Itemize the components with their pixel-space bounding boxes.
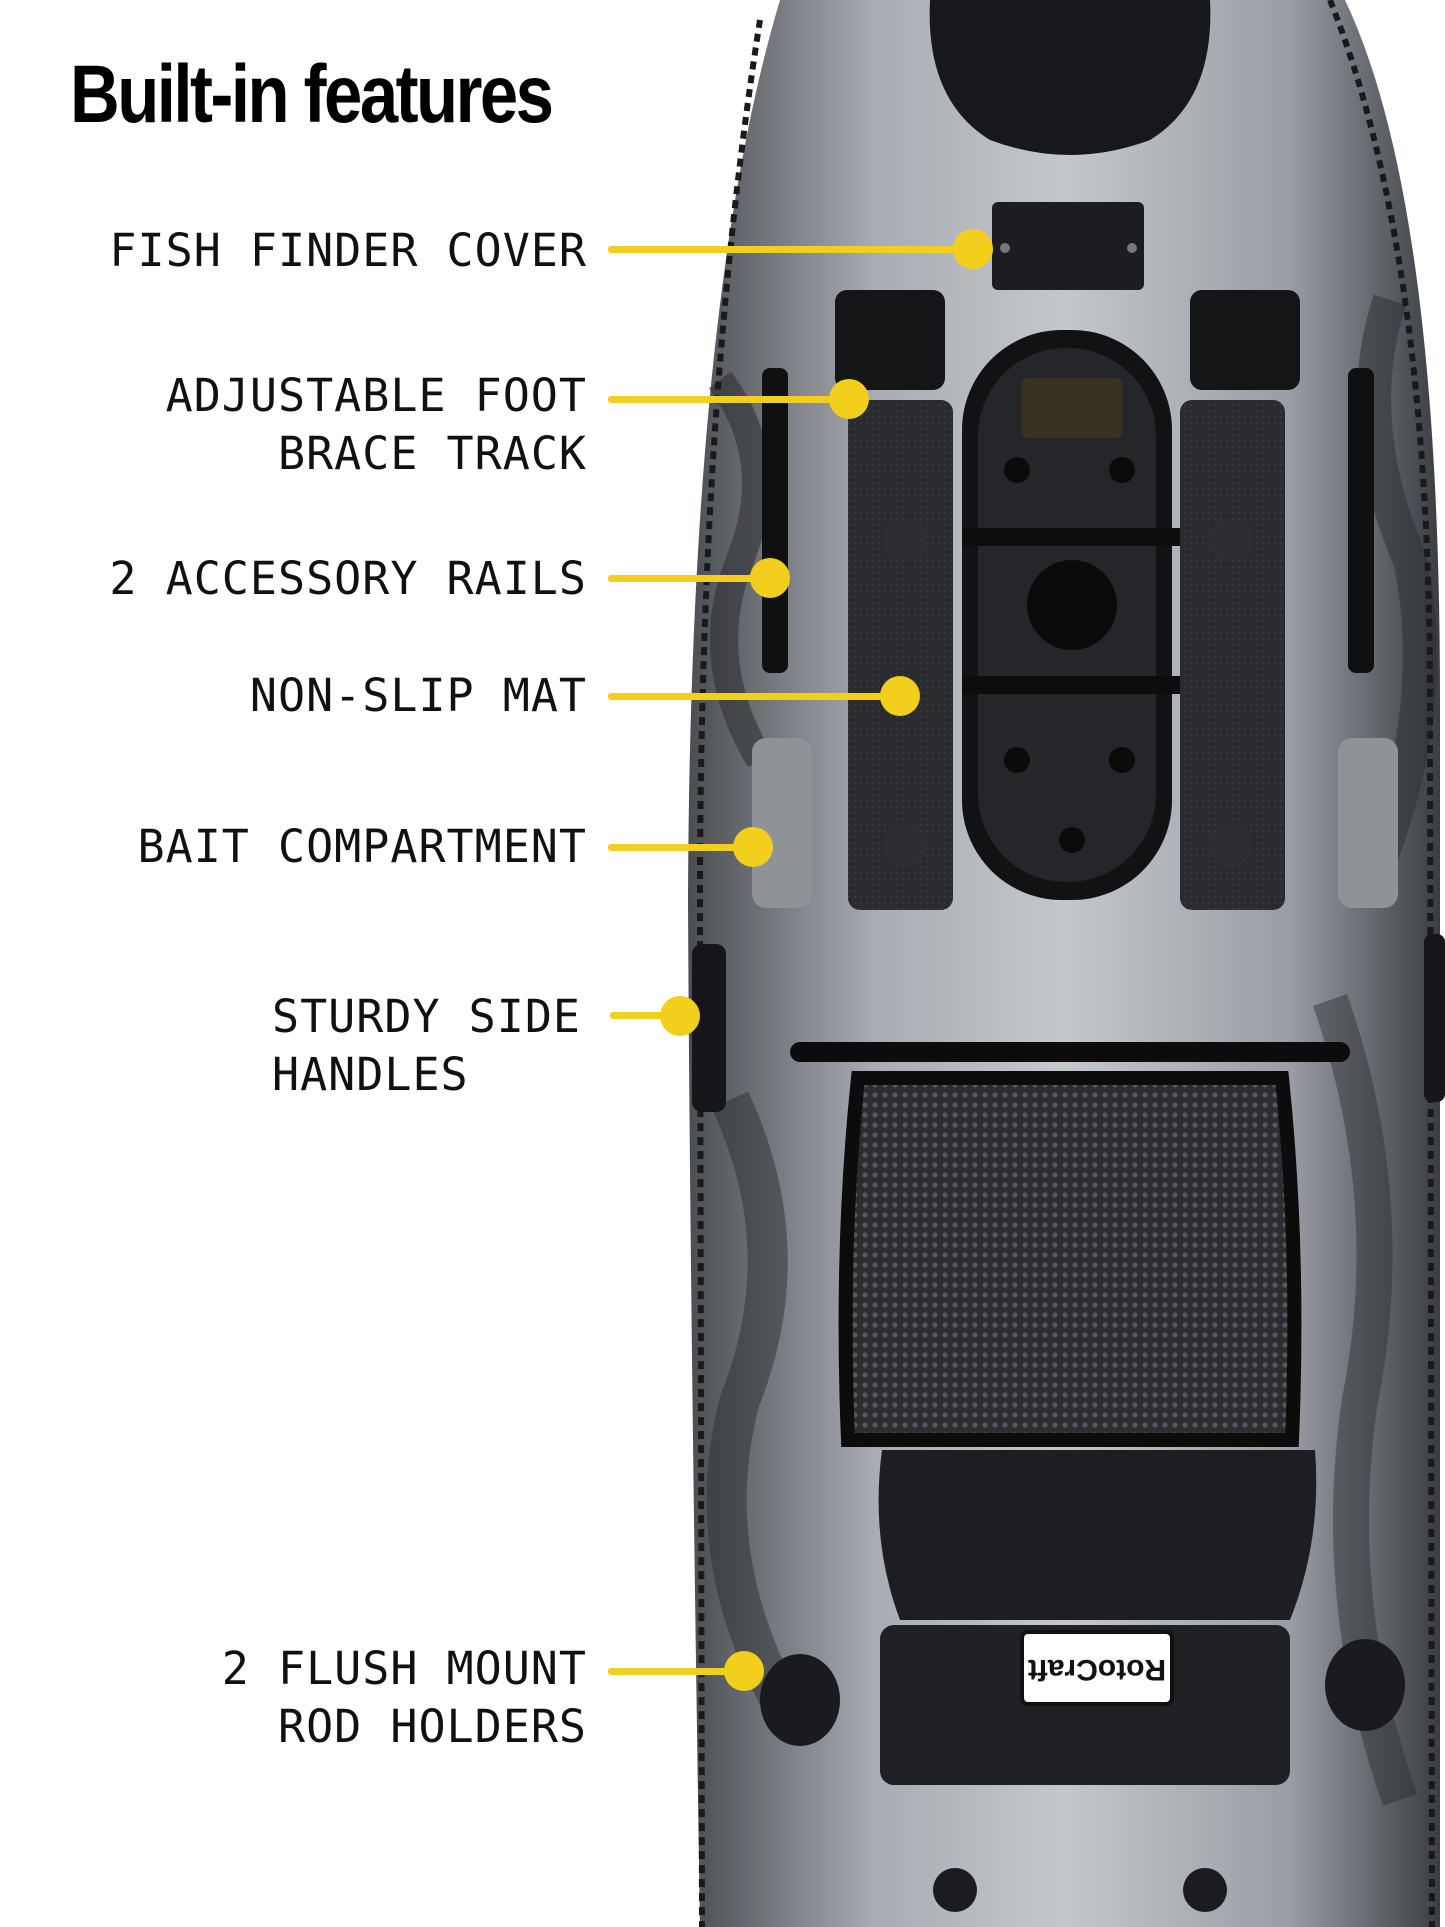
page-title: Built-in features [70,49,554,140]
feature-label-fish-finder-cover: FISH FINDER COVER [109,224,587,277]
callout-dot [750,558,790,598]
connector-line [608,246,973,253]
callout-dot [953,229,993,269]
feature-label-rod-holders: 2 FLUSH MOUNT ROD HOLDERS [221,1642,587,1753]
feature-label-foot-brace-track: ADJUSTABLE FOOT BRACE TRACK [165,369,587,480]
connector-line [608,575,770,582]
connector-line [608,1668,738,1675]
callout-dot [829,379,869,419]
connector-line [608,693,898,700]
callout-dot [724,1651,764,1691]
connector-line [608,844,753,851]
feature-label-bait-compartment: BAIT COMPARTMENT [137,820,587,873]
feature-label-accessory-rails: 2 ACCESSORY RAILS [109,552,587,605]
seat-back-mesh [838,1071,1302,1447]
connector-line [608,396,848,403]
callout-dot [733,827,773,867]
seat-logo: RotoCraft [1028,1653,1166,1686]
callout-dot [660,996,700,1036]
feature-label-non-slip-mat: NON-SLIP MAT [249,669,587,722]
seat-cushion [878,1450,1317,1620]
connector-line [610,1012,680,1019]
callout-dot [880,676,920,716]
feature-label-side-handles: STURDY SIDE HANDLES [272,990,582,1101]
